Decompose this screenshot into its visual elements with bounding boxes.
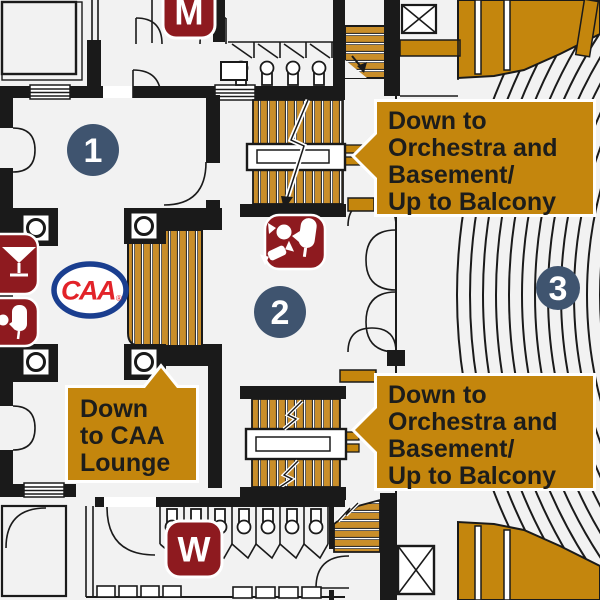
candy-popsicle-icon [0,305,27,340]
callout-line: Up to Balcony [388,188,556,216]
caa-logo: CAA ® [51,261,129,319]
callout-line: Down [80,395,148,423]
callout-line: Basement/ [388,435,514,463]
auditorium-aisle-bottom [457,520,600,600]
upper-left-rooms [0,0,227,100]
bar-badge [0,232,40,296]
lobby-stair [127,229,203,347]
column [124,208,166,244]
callout-lower-stairs: Down to Orchestra and Basement/ Up to Ba… [350,373,596,491]
elevator-shaft-top [400,3,438,35]
area-label-1: 1 [67,124,119,176]
stall-partitions [228,41,333,59]
callout-line: Down to [388,381,487,409]
callout-upper-stairs: Down to Orchestra and Basement/ Up to Ba… [350,99,596,217]
callout-line: to CAA [80,422,165,450]
callout-line: Lounge [80,449,170,477]
caa-registered-mark: ® [116,294,122,303]
area-label-2: 2 [254,286,306,338]
auditorium-aisle-top [457,0,600,80]
callout-line: Orchestra and [388,408,558,436]
womens-restroom-letter: W [177,530,210,569]
column [20,346,52,378]
callout-caa-lounge: Down to CAA Lounge [65,363,199,483]
mens-restroom [214,0,345,101]
area-number: 2 [271,294,290,332]
grand-stair-upper [240,99,363,217]
elevator-shaft-bottom [396,544,436,596]
stair-landing [244,427,348,461]
callout-line: Orchestra and [388,134,558,162]
lower-left-rooms [0,504,345,599]
womens-restroom-badge: W [164,519,224,579]
callout-line: Basement/ [388,161,514,189]
balcony-stair-top [344,25,386,79]
candy-popsicle-icon [259,218,317,266]
martini-glass-icon [2,247,36,277]
mens-restroom-badge: M [161,0,217,40]
stair-bottom-right [333,493,396,600]
callout-line: Up to Balcony [388,462,556,490]
snacks-badge-left [0,296,40,348]
caa-logo-text: CAA [61,275,115,305]
mens-restroom-letter: M [174,0,203,32]
sink-counter [220,61,248,81]
area-number: 1 [84,132,103,170]
sink-row [96,585,322,599]
snacks-badge-center [259,213,327,271]
area-number: 3 [549,270,568,308]
callout-line: Down to [388,107,487,135]
area-label-3: 3 [536,266,580,310]
grand-stair-lower [240,386,360,500]
